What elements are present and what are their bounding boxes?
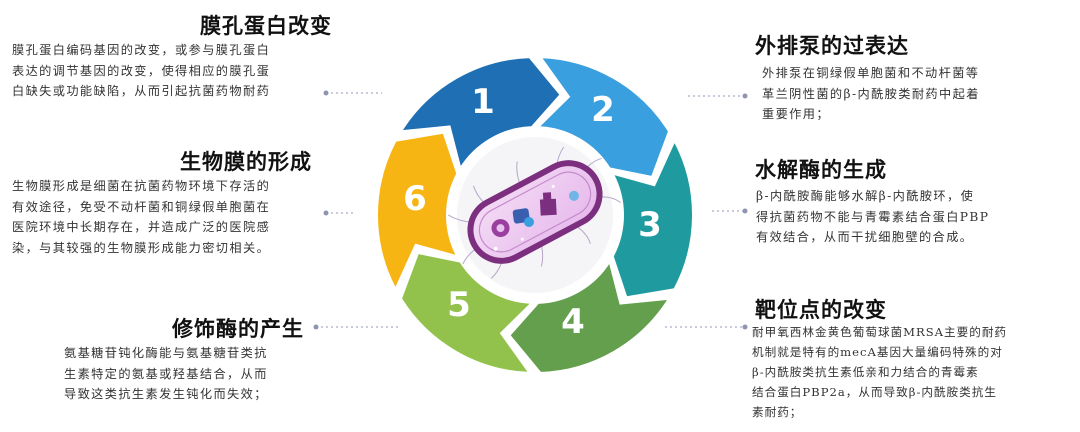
item4-description: 耐甲氧西林金黄色葡萄球菌MRSA主要的耐药 机制就是特有的mecA基因大量编码特… xyxy=(752,322,1007,422)
segment-number-2: 2 xyxy=(591,90,615,130)
segment-number-6: 6 xyxy=(403,179,427,219)
item4-line-1: 耐甲氧西林金黄色葡萄球菌MRSA主要的耐药 xyxy=(752,325,1008,339)
arrow-segment-2 xyxy=(535,56,671,179)
segment-number-3: 3 xyxy=(638,205,662,245)
item2-line-3: 重要作用； xyxy=(762,107,830,121)
item6-line-4: 染，与其较强的生物膜形成能力密切相关。 xyxy=(12,240,271,255)
arrow-segment-3 xyxy=(610,138,694,299)
item1-line-1: 膜孔蛋白编码基因的改变，或参与膜孔蛋白 xyxy=(12,43,271,57)
item3-title: 水解酶的生成 xyxy=(755,158,887,182)
item4-line-5: 素耐药； xyxy=(752,405,803,419)
item3-line-2: 得抗菌药物不能与青霉素结合蛋白PBP xyxy=(756,209,990,224)
segment-number-1: 1 xyxy=(471,82,495,122)
item1-description: 膜孔蛋白编码基因的改变，或参与膜孔蛋白 表达的调节基因的改变，使得相应的膜孔蛋 … xyxy=(12,40,270,102)
connector-lines xyxy=(313,90,748,330)
segment-number-4: 4 xyxy=(561,302,585,342)
item5-title: 修饰酶的产生 xyxy=(172,317,304,341)
arrow-ring xyxy=(376,56,694,374)
item3-description: β-内酰胺酶能够水解β-内酰胺环，使 得抗菌药物不能与青霉素结合蛋白PBP 有效… xyxy=(756,186,989,248)
item4-title: 靶位点的改变 xyxy=(755,298,887,322)
item2-title: 外排泵的过表达 xyxy=(755,34,909,58)
arrow-segment-4 xyxy=(508,259,671,374)
item5-line-2: 生素特定的氨基或羟基结合，从而 xyxy=(64,366,268,381)
item5-line-1: 氨基糖苷钝化酶能与氨基糖苷类抗 xyxy=(64,346,268,360)
bacterium-icon xyxy=(448,146,621,279)
item5-description: 氨基糖苷钝化酶能与氨基糖苷类抗 生素特定的氨基或羟基结合，从而 导致这类抗生素发… xyxy=(64,343,268,405)
item4-line-4: 结合蛋白PBP2a，从而导致β-内酰胺类抗生 xyxy=(752,385,997,399)
segment-numbers: 1 2 3 4 5 6 xyxy=(403,82,662,342)
item2-line-2: 革兰阴性菌的β-内酰胺类耐药中起着 xyxy=(762,86,980,101)
item4-line-3: β-内酰胺类抗生素低亲和力结合的青霉素 xyxy=(752,365,979,379)
item4-line-2: 机制就是特有的mecA基因大量编码特殊的对 xyxy=(752,345,1003,359)
arrow-segment-6 xyxy=(376,131,460,292)
item6-line-3: 医院环境中长期存在，并造成广泛的医院感 xyxy=(12,220,271,234)
item3-line-1: β-内酰胺酶能够水解β-内酰胺环，使 xyxy=(756,189,975,203)
arrow-segment-5 xyxy=(399,251,535,374)
segment-number-5: 5 xyxy=(447,285,471,325)
arrow-segment-1 xyxy=(399,56,562,171)
item6-line-1: 生物膜形成是细菌在抗菌药物环境下存活的 xyxy=(12,179,271,193)
item1-line-2: 表达的调节基因的改变，使得相应的膜孔蛋 xyxy=(12,63,271,78)
item6-line-2: 有效途径，免受不动杆菌和铜绿假单胞菌在 xyxy=(12,199,271,214)
item5-line-3: 导致这类抗生素发生钝化而失效； xyxy=(64,387,268,401)
item1-title: 膜孔蛋白改变 xyxy=(200,14,332,38)
item3-line-3: 有效结合，从而干扰细胞壁的合成。 xyxy=(756,230,974,244)
item2-description: 外排泵在铜绿假单胞菌和不动杆菌等 革兰阴性菌的β-内酰胺类耐药中起着 重要作用； xyxy=(762,63,980,125)
item1-line-3: 白缺失或功能缺陷，从而引起抗菌药物耐药 xyxy=(12,84,271,98)
item6-title: 生物膜的形成 xyxy=(180,150,312,174)
item2-line-1: 外排泵在铜绿假单胞菌和不动杆菌等 xyxy=(762,66,980,80)
item6-description: 生物膜形成是细菌在抗菌药物环境下存活的 有效途径，免受不动杆菌和铜绿假单胞菌在 … xyxy=(12,176,270,258)
